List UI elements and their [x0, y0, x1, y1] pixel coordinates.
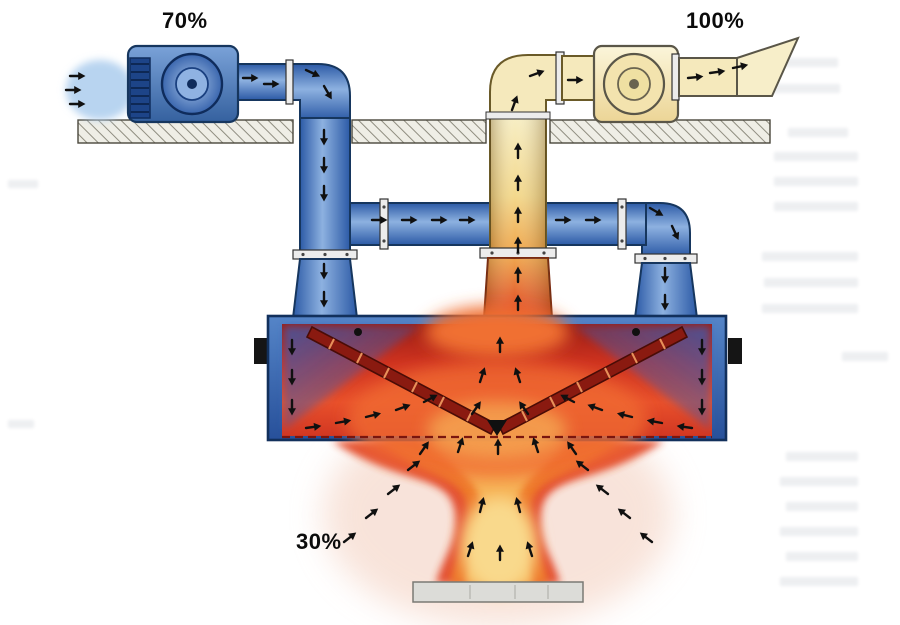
hood-handle-right: [728, 338, 742, 364]
baffle-vertex: [487, 420, 507, 436]
makeup-percent-label: 30%: [296, 529, 342, 554]
baffle-filter-right: [496, 325, 689, 436]
exhaust-duct: [479, 51, 597, 319]
hood-handle-left: [254, 338, 268, 364]
ceiling: [77, 119, 771, 144]
exhaust-percent-label: 100%: [686, 8, 744, 33]
supply-air-blend-left: [284, 326, 420, 430]
page-bleed-smudges: [8, 58, 888, 586]
supply-ductwork: [237, 59, 699, 319]
stove-base: [412, 581, 584, 603]
supply-percent-label: 70%: [162, 8, 208, 33]
exhaust-fan: [592, 36, 800, 124]
supply-air-blend-right: [574, 326, 710, 430]
exhaust-discharge-nozzle: [736, 36, 800, 97]
supply-fan: [66, 44, 240, 124]
baffle-filter-left: [305, 325, 498, 436]
